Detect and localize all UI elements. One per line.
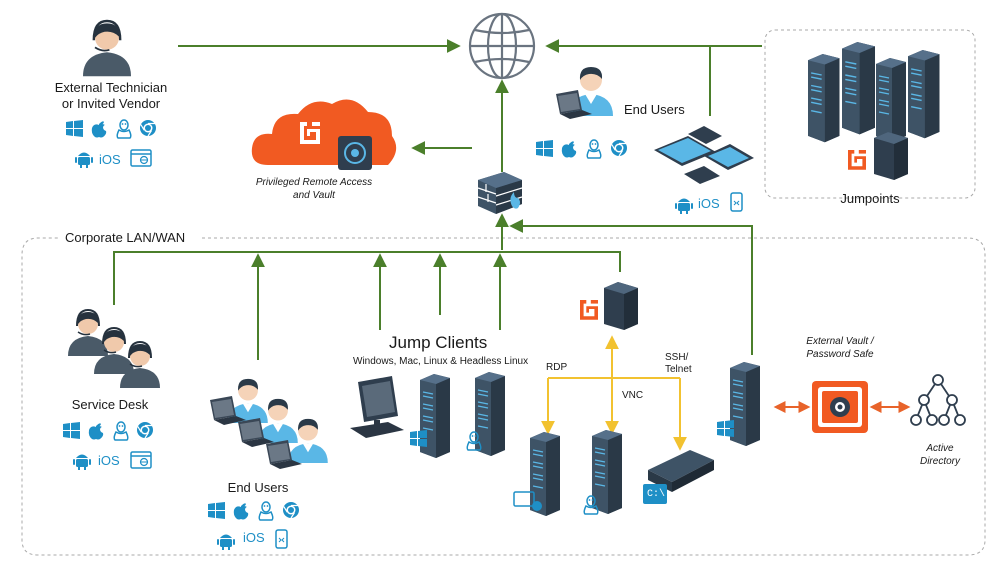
android-icon [217,534,235,550]
chrome-icon [610,139,628,157]
external-technician-line2: or Invited Vendor [61,96,161,111]
linux-icon [258,501,274,521]
rdp-target-server [513,431,561,517]
jumpoints-label: Jumpoints [840,191,900,206]
web-icon [130,451,152,469]
jump-clients-sublabel: Windows, Mac, Linux & Headless Linux [353,356,529,367]
android-icon [675,198,693,214]
vnc-target-server [583,429,623,515]
jumpoints-servers-icon [807,41,941,180]
linux-icon [113,421,129,441]
ssh-telnet-label: SSH/ Telnet [665,352,692,376]
phone-icon [730,192,743,212]
apple-icon [88,423,104,440]
pra-line2: and Vault [293,190,335,201]
windows-icon [536,140,553,157]
end-users-bottom-label: End Users [227,480,289,495]
ios-label: iOS [98,453,120,468]
end-users-bottom-icon [210,378,328,469]
linux-icon [586,139,602,159]
windows-icon [66,120,83,137]
linux-icon [116,119,132,139]
end-users-top-label: End Users [624,102,685,117]
external-vault-icon [812,381,868,433]
active-directory-label: Active Directory [920,442,960,468]
windows-icon [208,502,225,519]
ssh-line2: Telnet [665,364,692,375]
pra-label: Privileged Remote Access and Vault [256,176,372,202]
android-icon [75,152,93,168]
pra-cloud-icon [251,99,397,170]
service-desk-label: Service Desk [71,397,149,412]
jump-clients-label: Jump Clients [389,333,488,352]
external-technician-line1: External Technician [54,80,168,95]
lan-jumpoint-server [717,361,761,447]
external-technician-label: External Technician or Invited Vendor [55,80,168,112]
web-icon [130,149,152,167]
internet-globe-icon [468,12,536,80]
jumpoint-to-firewall-arrow [509,219,753,355]
end-users-top-icon [556,67,613,119]
active-directory-line2: Directory [919,456,961,467]
firewall-icon [477,172,523,214]
ssh-target-device [643,450,714,504]
chrome-icon [282,501,300,519]
ssh-line1: SSH/ [665,352,689,363]
cmd-prompt-glyph: C:\ [647,489,666,500]
pra-line1: Privileged Remote Access [255,177,373,188]
corporate-lan-zone [21,237,986,556]
external-vault-line1: External Vault / [806,336,874,347]
vnc-label: VNC [622,390,644,401]
apple-icon [233,503,249,520]
chrome-icon [136,421,154,439]
windows-icon [63,422,80,439]
jump-clients-icon [350,371,506,459]
chrome-icon [139,119,157,137]
apple-icon [561,141,577,158]
rdp-label: RDP [546,362,568,373]
lan-bus-line [113,251,621,305]
mobile-devices-icon [654,126,754,184]
external-technician-icon [81,19,133,78]
ios-label: iOS [99,152,121,167]
ios-label: iOS [243,530,265,545]
external-vault-label: External Vault / Password Safe [806,335,873,361]
jumpoints-zone [764,29,976,199]
corporate-lan-label: Corporate LAN/WAN [62,230,189,246]
apple-icon [91,121,107,138]
active-directory-line1: Active [926,443,954,454]
phone-icon [275,529,288,549]
end-users-top-os-icons [536,139,628,159]
ios-label: iOS [698,196,720,211]
external-vault-line2: Password Safe [806,349,874,360]
active-directory-icon [910,374,966,426]
service-desk-icon [67,309,161,389]
android-icon [73,454,91,470]
center-jumpoint-icon [580,282,638,330]
